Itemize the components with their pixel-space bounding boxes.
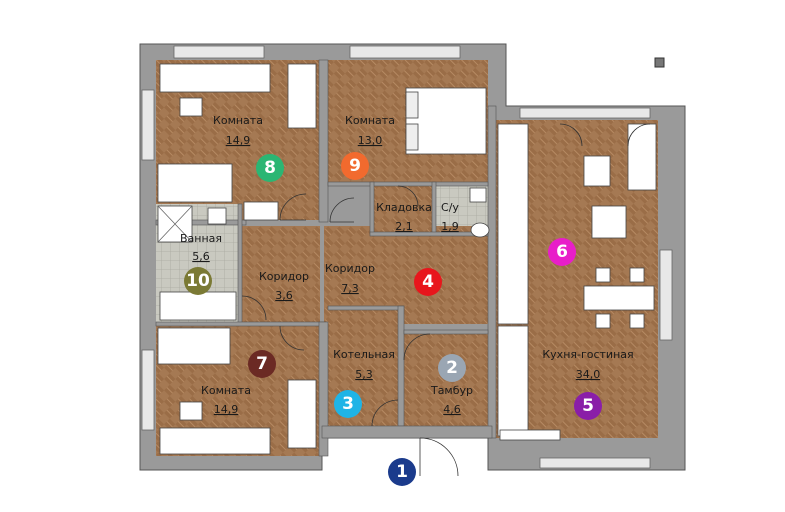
wardrobe-bottom-left bbox=[159, 427, 271, 455]
marker-1-label: 1 bbox=[396, 462, 408, 482]
wc-area: 1,9 bbox=[441, 220, 459, 233]
room-top-center-name: Комната bbox=[345, 114, 395, 127]
desk-chair-bottom-left bbox=[179, 401, 203, 421]
sink-wc bbox=[469, 187, 487, 203]
marker-10-label: 10 bbox=[186, 271, 210, 291]
marker-2 bbox=[438, 354, 466, 382]
furniture bbox=[157, 63, 657, 455]
storage-name: Кладовка bbox=[376, 201, 432, 214]
room-bottom-left-area: 14,9 bbox=[214, 403, 239, 416]
marker-8-label: 8 bbox=[264, 158, 276, 178]
room-top-left-area: 14,9 bbox=[226, 134, 251, 147]
shelf-top-left bbox=[243, 201, 279, 221]
marker-7-label: 7 bbox=[256, 354, 268, 374]
marker-square bbox=[654, 57, 665, 68]
storage-area: 2,1 bbox=[395, 220, 413, 233]
marker-9 bbox=[341, 152, 369, 180]
vestibule-name: Тамбур bbox=[430, 384, 473, 397]
bed-bottom-left bbox=[157, 327, 231, 365]
marker-10 bbox=[184, 267, 212, 295]
marker-8 bbox=[256, 154, 284, 182]
marker-9-label: 9 bbox=[349, 156, 361, 176]
marker-5-label: 5 bbox=[582, 396, 594, 416]
marker-5 bbox=[574, 392, 602, 420]
corridor-left-area: 3,6 bbox=[275, 289, 293, 302]
kitchen-counter-left bbox=[497, 123, 529, 325]
marker-3 bbox=[334, 390, 362, 418]
marker-2-label: 2 bbox=[446, 358, 458, 378]
kitchen-living-name: Кухня-гостиная bbox=[542, 348, 633, 361]
toilet-bath bbox=[207, 207, 227, 225]
windows bbox=[141, 45, 673, 469]
sofa-kitchen bbox=[627, 123, 657, 191]
bed-top-left bbox=[157, 163, 233, 203]
room-labels: Комната 14,9 Комната 13,0 Кладовка 2,1 С… bbox=[180, 114, 634, 416]
marker-4-label: 4 bbox=[422, 272, 434, 292]
wc-name: С/у bbox=[441, 201, 459, 214]
desk-chair-top-left bbox=[179, 97, 203, 117]
room-markers: 8 9 10 4 6 5 7 3 2 1 bbox=[184, 152, 602, 486]
room-top-center-area: 13,0 bbox=[358, 134, 383, 147]
bed-top-center bbox=[405, 87, 487, 155]
fridge bbox=[583, 155, 611, 187]
washer bbox=[159, 291, 237, 321]
kitchen-living-area: 34,0 bbox=[576, 368, 601, 381]
sofa-bottom-left bbox=[287, 379, 317, 449]
corridor-main-area: 7,3 bbox=[341, 282, 359, 295]
wardrobe-top-left bbox=[159, 63, 271, 93]
marker-4 bbox=[414, 268, 442, 296]
dining-table bbox=[583, 285, 655, 311]
room-bottom-left-name: Комната bbox=[201, 384, 251, 397]
kitchen-counter-bottom bbox=[497, 325, 529, 437]
sofa-top-left bbox=[287, 63, 317, 129]
boiler-room-area: 5,3 bbox=[355, 368, 373, 381]
boiler-room-name: Котельная bbox=[333, 348, 395, 361]
doors bbox=[241, 123, 651, 477]
armchair-kitchen bbox=[591, 205, 627, 239]
marker-1 bbox=[388, 458, 416, 486]
corridor-main-name: Коридор bbox=[325, 262, 375, 275]
interior-walls bbox=[155, 59, 497, 457]
marker-3-label: 3 bbox=[342, 394, 354, 414]
marker-6-label: 6 bbox=[556, 242, 568, 262]
vestibule-area: 4,6 bbox=[443, 403, 461, 416]
corridor-left-name: Коридор bbox=[259, 270, 309, 283]
bathroom-name: Ванная bbox=[180, 232, 222, 245]
marker-6 bbox=[548, 238, 576, 266]
toilet-wc bbox=[470, 222, 490, 238]
marker-7 bbox=[248, 350, 276, 378]
bathroom-area: 5,6 bbox=[192, 250, 210, 263]
room-top-left-name: Комната bbox=[213, 114, 263, 127]
kitchen-corner-unit bbox=[499, 429, 561, 441]
floor-corridor-left bbox=[242, 226, 320, 324]
